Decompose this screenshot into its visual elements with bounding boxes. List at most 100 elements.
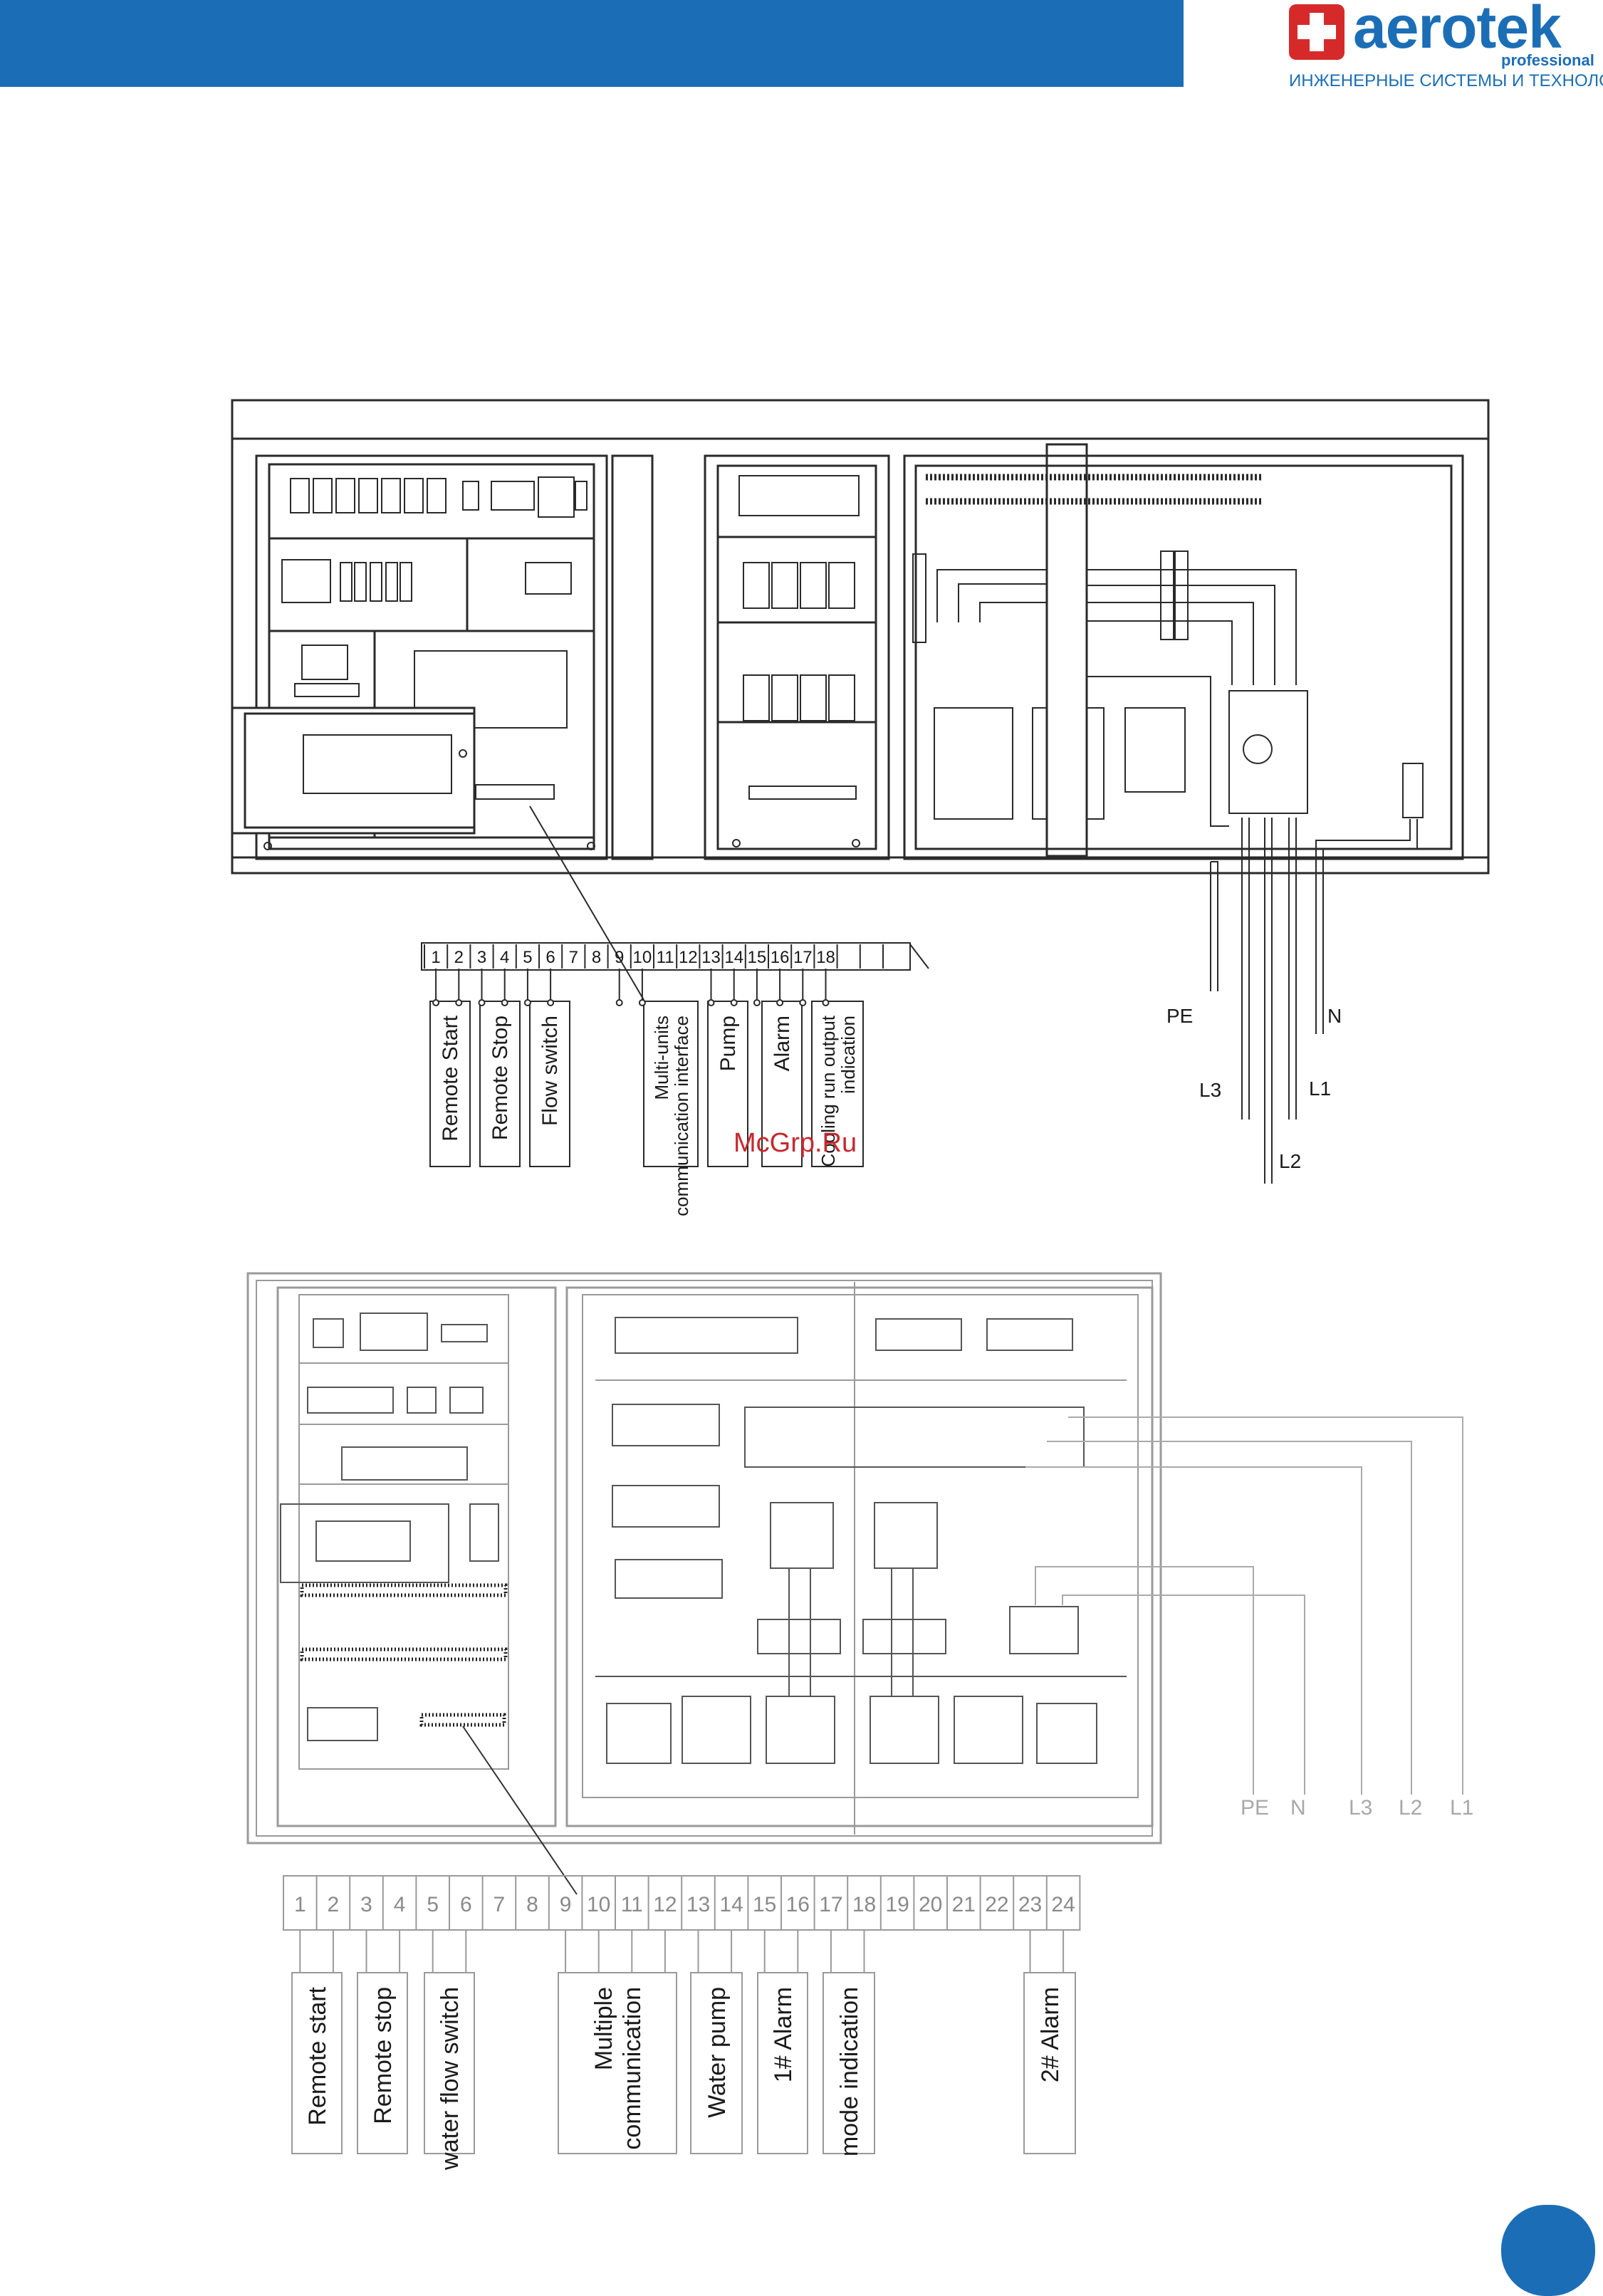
terminal-number-1: 11 — [657, 948, 674, 967]
l1-label-2: L1 — [1450, 1796, 1473, 1820]
terminal-number-2: 5 — [427, 1893, 439, 1916]
wire-node-1 — [822, 999, 830, 1006]
terminal-label-2: Remote stop — [370, 1987, 397, 2124]
terminal-number-1: 6 — [545, 948, 555, 967]
terminal-label-2: Multiple — [590, 1987, 617, 2070]
terminal-number-2: 13 — [686, 1893, 710, 1916]
terminal-number-2: 7 — [494, 1893, 506, 1916]
wire-node-1 — [615, 999, 623, 1006]
terminal-number-2: 2 — [328, 1893, 340, 1916]
wire-node-1 — [638, 999, 646, 1006]
terminal-label-1: communication interface — [671, 1016, 692, 1216]
terminal-number-1: 3 — [477, 948, 486, 967]
brand-name: aerotek — [1353, 0, 1562, 61]
label-box-2 — [291, 1972, 343, 2154]
l2-label-2: L2 — [1399, 1796, 1422, 1820]
terminal-number-2: 22 — [985, 1893, 1008, 1916]
terminal-number-1: 8 — [592, 948, 601, 967]
red-cross-icon — [1289, 4, 1344, 60]
label-box-2 — [1023, 1972, 1076, 2154]
terminal-number-1: 15 — [748, 948, 767, 967]
label-box-2 — [558, 1972, 677, 2154]
terminal-label-2: 1# Alarm — [770, 1987, 797, 2082]
terminal-number-1: 13 — [701, 948, 721, 967]
l1-label-1: L1 — [1309, 1077, 1331, 1100]
diagram2-cabinet — [246, 1272, 1463, 1895]
terminal-label-1: Alarm — [771, 1016, 794, 1071]
terminal-label-1: Pump — [716, 1016, 740, 1071]
terminal-number-2: 20 — [919, 1893, 942, 1916]
terminal-number-2: 15 — [753, 1893, 776, 1916]
terminal-number-1: 9 — [615, 948, 624, 967]
header-bar — [0, 0, 1184, 87]
terminal-number-2: 12 — [653, 1893, 677, 1916]
terminal-number-2: 16 — [786, 1893, 810, 1916]
terminal-label-1: indication — [837, 1016, 859, 1094]
wire-node-1 — [478, 999, 486, 1006]
terminal-number-2: 19 — [885, 1893, 909, 1916]
watermark: McGrp.Ru — [733, 1128, 857, 1158]
label-box-2 — [823, 1972, 875, 2154]
aerotek-logo: aerotek professional ИНЖЕНЕРНЫЕ СИСТЕМЫ … — [1289, 0, 1603, 95]
wire-node-1 — [707, 999, 715, 1006]
label-box-2 — [357, 1972, 408, 2154]
wire-node-1 — [753, 999, 761, 1006]
label-box-2 — [424, 1972, 475, 2154]
wire-node-1 — [547, 999, 555, 1006]
terminal-label-2: water flow switch — [437, 1987, 464, 2171]
brand-tagline: ИНЖЕНЕРНЫЕ СИСТЕМЫ И ТЕХНОЛОГИИ — [1289, 71, 1603, 90]
terminal-number-1: 1 — [431, 948, 440, 967]
wire-node-1 — [799, 999, 807, 1006]
terminal-number-2: 23 — [1018, 1893, 1042, 1916]
wire-node-1 — [776, 999, 784, 1006]
wire-node-1 — [523, 999, 531, 1006]
wire-node-1 — [501, 999, 508, 1006]
n-label-1: N — [1327, 1005, 1342, 1027]
l2-label-1: L2 — [1279, 1150, 1301, 1172]
terminal-label-2: communication — [619, 1987, 646, 2150]
wire-node-1 — [432, 999, 440, 1006]
terminal-number-1: 17 — [793, 948, 813, 967]
terminal-label-1: Remote Start — [439, 1015, 462, 1141]
terminal-number-2: 4 — [394, 1893, 406, 1916]
terminal-number-2: 24 — [1051, 1893, 1075, 1916]
terminal-number-2: 10 — [587, 1893, 610, 1916]
label-box-2 — [757, 1972, 808, 2154]
terminal-number-2: 18 — [852, 1893, 876, 1916]
n-label-2: N — [1290, 1796, 1306, 1820]
wire-node-1 — [455, 999, 463, 1006]
terminal-number-1: 16 — [771, 948, 790, 967]
pe-label-1: PE — [1166, 1005, 1193, 1027]
terminal-number-2: 3 — [360, 1893, 372, 1916]
terminal-number-2: 8 — [526, 1893, 538, 1916]
terminal-number-2: 11 — [621, 1893, 643, 1916]
terminal-number-2: 1 — [294, 1893, 306, 1916]
label-box-2 — [690, 1972, 743, 2154]
diagram2-labels: Remote start Remote stop water flow switch… — [291, 1972, 1076, 2171]
terminal-number-1: 5 — [523, 948, 532, 967]
diagram2-power-labels: PE N L3 L2 L1 — [1241, 1796, 1473, 1820]
terminal-label-2: mode indication — [836, 1987, 863, 2156]
terminal-label-2: Remote start — [304, 1986, 331, 2125]
terminal-number-1: 7 — [569, 948, 578, 967]
terminal-number-2: 17 — [819, 1893, 842, 1916]
terminal-label-2: 2# Alarm — [1037, 1987, 1064, 2082]
terminal-number-2: 21 — [952, 1893, 976, 1916]
terminal-label-2: Water pump — [704, 1987, 731, 2118]
brand-sub: professional — [1501, 51, 1594, 69]
wire-node-1 — [730, 999, 738, 1006]
terminal-end-1 — [909, 944, 929, 969]
diagram1-power-labels: PE N L3 L1 L2 — [1166, 1005, 1342, 1172]
l3-label-1: L3 — [1199, 1079, 1221, 1101]
terminal-number-1: 18 — [816, 948, 835, 967]
terminal-number-1: 14 — [724, 948, 743, 967]
diagram1-cabinet — [231, 399, 1490, 1184]
l3-label-2: L3 — [1349, 1796, 1372, 1820]
terminal-label-1: Remote Stop — [489, 1016, 512, 1140]
terminal-number-1: 2 — [454, 948, 464, 967]
terminal-label-1: Multi-units — [651, 1016, 672, 1100]
